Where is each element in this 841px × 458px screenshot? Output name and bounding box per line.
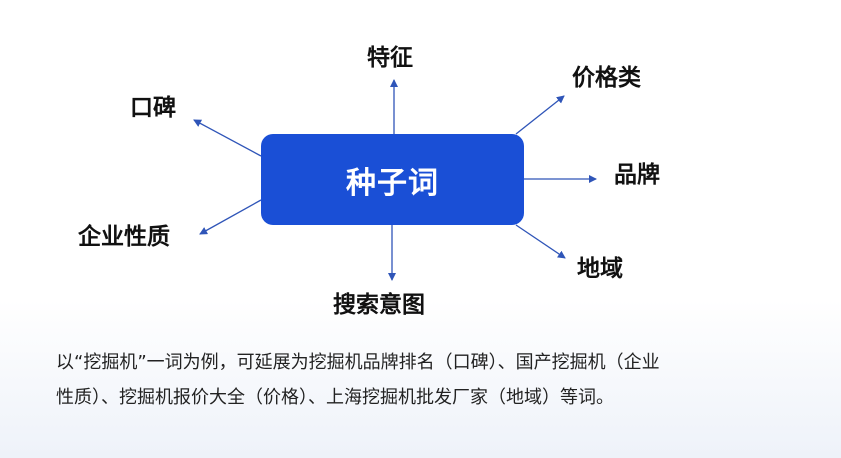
mind-map: 种子词 特征 价格类 品牌 地域 搜索意图 企业性质 口碑 bbox=[78, 45, 660, 318]
seed-word-box: 种子词 bbox=[261, 134, 524, 225]
example-caption: 以“挖掘机”一词为例，可延展为挖掘机品牌排名（口碑）、国产挖掘机（企业 性质）、… bbox=[56, 345, 816, 415]
arrow-layer bbox=[193, 79, 597, 281]
branch-brand: 品牌 bbox=[614, 162, 660, 188]
seed-word-label: 种子词 bbox=[346, 165, 439, 201]
caption-line-2: 性质）、挖掘机报价大全（价格）、上海挖掘机批发厂家（地域）等词。 bbox=[56, 387, 614, 408]
arrow-to-reputation bbox=[193, 119, 262, 157]
arrow-to-region bbox=[515, 224, 566, 259]
branch-features: 特征 bbox=[367, 45, 413, 71]
branch-price: 价格类 bbox=[572, 65, 641, 91]
arrow-to-company-type bbox=[199, 199, 262, 235]
branch-company-type: 企业性质 bbox=[78, 224, 170, 250]
branch-search-intent: 搜索意图 bbox=[333, 292, 425, 318]
branch-region: 地域 bbox=[577, 256, 623, 282]
arrow-to-price bbox=[515, 95, 565, 135]
caption-line-1: 以“挖掘机”一词为例，可延展为挖掘机品牌排名（口碑）、国产挖掘机（企业 bbox=[56, 352, 660, 373]
branch-reputation: 口碑 bbox=[130, 95, 176, 121]
